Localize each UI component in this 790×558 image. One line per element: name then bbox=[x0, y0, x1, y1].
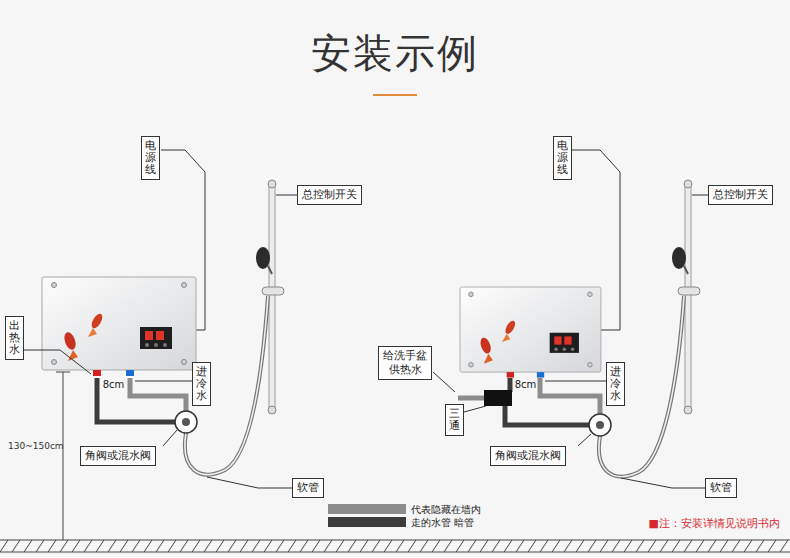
water-heater bbox=[42, 277, 196, 376]
hose bbox=[599, 296, 684, 477]
hidden-pipe bbox=[508, 378, 513, 392]
legend-swatch bbox=[328, 517, 406, 527]
angle-valve bbox=[589, 414, 611, 436]
label-box: 总控制开关 bbox=[297, 185, 362, 205]
node-text: 给洗手盆供热水 bbox=[383, 349, 427, 377]
hidden-pipe bbox=[97, 378, 175, 422]
label-box: 给洗手盆供热水 bbox=[378, 346, 432, 380]
leader-line bbox=[23, 350, 91, 374]
floor-line bbox=[0, 552, 790, 553]
tee-fitting bbox=[484, 390, 512, 406]
angle-valve bbox=[175, 411, 197, 433]
dimension-label: 8cm bbox=[103, 379, 125, 390]
leader-line bbox=[433, 372, 455, 392]
vertical-label-box: 进冷水 bbox=[192, 362, 211, 406]
node-text: 电源线 bbox=[145, 140, 156, 176]
node-text: 角阀或混水阀 bbox=[85, 449, 151, 463]
water-heater bbox=[460, 287, 601, 378]
node-text: 电源线 bbox=[557, 140, 568, 176]
leader-line bbox=[135, 381, 192, 382]
node-text: 进冷水 bbox=[610, 366, 621, 402]
vertical-label-box: 出热水 bbox=[5, 316, 24, 360]
leader-line bbox=[578, 434, 591, 446]
vertical-label-box: 电源线 bbox=[141, 136, 160, 180]
leader-line bbox=[207, 477, 292, 488]
dimension-label: 8cm bbox=[515, 379, 537, 390]
vertical-label-box: 三通 bbox=[445, 404, 464, 436]
hidden-pipe bbox=[130, 378, 186, 411]
legend-swatch bbox=[328, 504, 406, 514]
dimension-label: 130~150cm bbox=[8, 441, 64, 451]
floor-hatch bbox=[0, 540, 790, 552]
hidden-pipe bbox=[505, 406, 589, 425]
label-box: 软管 bbox=[705, 478, 737, 498]
power-cord bbox=[196, 172, 205, 330]
height-tick bbox=[56, 372, 70, 373]
node-text: 进冷水 bbox=[196, 366, 207, 402]
basin-pipe bbox=[458, 396, 484, 401]
hose bbox=[599, 296, 684, 477]
node-text: 角阀或混水阀 bbox=[495, 449, 561, 463]
hose bbox=[185, 296, 268, 474]
node-text: 出热水 bbox=[9, 320, 20, 356]
title-underline bbox=[373, 94, 417, 96]
label-box: 总控制开关 bbox=[708, 185, 773, 205]
node-text: 总控制开关 bbox=[713, 188, 768, 202]
page-title: 安装示例 bbox=[0, 26, 790, 81]
node-text: 三通 bbox=[449, 408, 460, 432]
leader-line bbox=[621, 478, 705, 488]
node-text: 总控制开关 bbox=[302, 188, 357, 202]
hidden-pipe bbox=[540, 378, 600, 414]
label-box: 角阀或混水阀 bbox=[490, 446, 566, 466]
leader-line bbox=[692, 195, 708, 196]
legend-text: 走的水管 暗管 bbox=[411, 516, 474, 530]
node-text: 软管 bbox=[297, 481, 319, 495]
floor-line bbox=[0, 540, 790, 541]
node-text: 软管 bbox=[710, 481, 732, 495]
label-box: 软管 bbox=[292, 478, 324, 498]
hose bbox=[185, 296, 268, 474]
note-text: ■注：安装详情见说明书内 bbox=[649, 516, 780, 531]
vertical-label-box: 电源线 bbox=[553, 136, 572, 180]
leader-line bbox=[545, 381, 606, 382]
height-line bbox=[63, 372, 64, 540]
leader-line bbox=[161, 150, 205, 172]
vertical-label-box: 进冷水 bbox=[606, 362, 625, 406]
leader-line bbox=[276, 195, 297, 196]
leader-line bbox=[571, 150, 620, 172]
label-box: 角阀或混水阀 bbox=[80, 446, 156, 466]
leader-line bbox=[464, 406, 486, 412]
leader-line bbox=[163, 430, 177, 446]
legend-text: 代表隐藏在墙内 bbox=[411, 503, 481, 517]
power-cord bbox=[601, 172, 620, 330]
